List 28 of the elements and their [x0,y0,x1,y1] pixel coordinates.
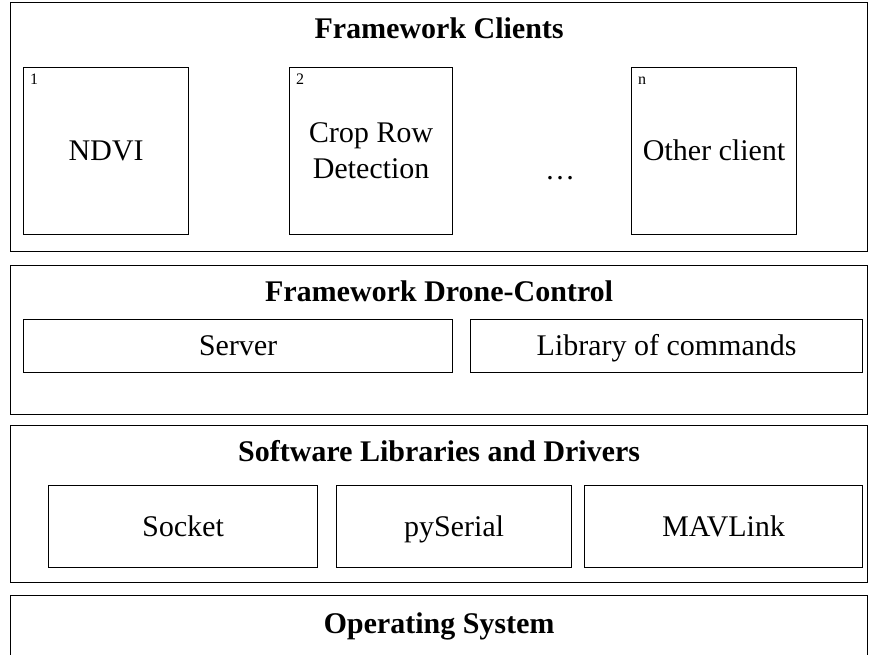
layer-heading: Framework Clients [313,12,565,46]
component-number: 2 [296,71,304,89]
component-label: Other client [642,133,786,169]
component-label: MAVLink [661,508,786,544]
layer-panel [10,425,868,583]
component-box [584,485,863,568]
component-box [48,485,318,568]
ellipsis-text: … [545,153,575,187]
component-label: Server [198,328,278,364]
component-box [336,485,572,568]
component-number: n [638,71,646,89]
layer-panel [10,595,868,655]
component-label: Crop Row Detection [308,115,434,187]
layer-heading: Software Libraries and Drivers [237,435,641,469]
layer-panel [10,2,868,252]
component-label: Library of commands [536,328,798,364]
layer-panel [10,265,868,415]
component-box [289,67,453,235]
component-label: NDVI [68,133,144,169]
component-label: pySerial [403,508,505,544]
component-box [23,319,453,373]
layer-heading: Operating System [322,607,556,641]
layer-heading: Framework Drone-Control [264,275,614,309]
component-box [631,67,797,235]
component-number: 1 [30,71,38,89]
component-box [23,67,189,235]
component-box [470,319,863,373]
component-label: Socket [141,508,225,544]
